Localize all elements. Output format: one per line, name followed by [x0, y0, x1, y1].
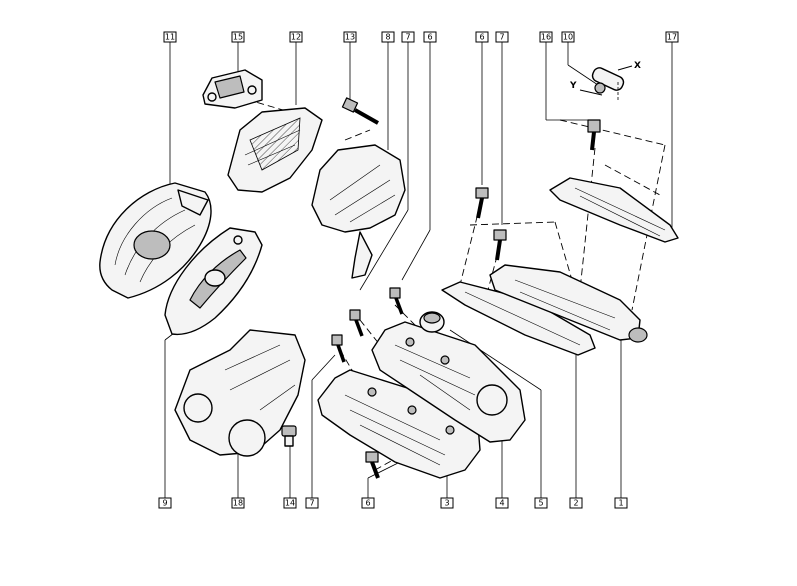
callout-15: 15: [231, 31, 245, 43]
part-8-inner-cover: [311, 144, 406, 279]
callout-9: 9: [158, 497, 172, 509]
callout-1: 1: [614, 497, 628, 509]
bolt-6-mid: [389, 287, 404, 315]
part-17-fuel-rail: [549, 177, 679, 243]
part-5-filler-cap: [419, 311, 445, 333]
svg-text:9: 9: [162, 499, 167, 508]
callout-6-top-right: 6: [475, 31, 489, 43]
svg-text:17: 17: [667, 33, 677, 42]
callouts-top: 11 15 12 13 8 7 6 6 7 16 10 17: [163, 31, 679, 43]
part-12-upper-cover: [227, 107, 323, 193]
part-15-bracket: [202, 69, 263, 109]
bolt-6-upper: [475, 187, 489, 219]
svg-text:13: 13: [345, 33, 355, 42]
callout-11: 11: [163, 31, 177, 43]
callout-6-bottom: 6: [361, 497, 375, 509]
part-2-gasket: [441, 281, 596, 356]
bolt-7-upper: [493, 229, 507, 261]
bolt-7-lower: [331, 334, 346, 363]
callouts-bottom: 9 18 14 7 6 3 4 5 2 1: [158, 497, 628, 509]
bolt-6-lower: [365, 451, 380, 479]
svg-text:4: 4: [499, 499, 504, 508]
callout-4: 4: [495, 497, 509, 509]
part-3-rocker-cover: [317, 369, 481, 479]
svg-text:6: 6: [427, 33, 432, 42]
part-4-rocker-cover: [371, 321, 526, 443]
svg-text:11: 11: [165, 33, 175, 42]
svg-text:18: 18: [233, 499, 243, 508]
callout-7-top-right: 7: [495, 31, 509, 43]
callout-3: 3: [440, 497, 454, 509]
part-1-manifold: [489, 264, 648, 343]
svg-text:6: 6: [365, 499, 370, 508]
part-13-bolt: [341, 97, 379, 125]
svg-text:15: 15: [233, 33, 243, 42]
part-9-cover-plate: [164, 227, 263, 336]
svg-text:7: 7: [405, 33, 410, 42]
callout-10: 10: [561, 31, 575, 43]
svg-text:5: 5: [538, 499, 543, 508]
callout-7-top: 7: [401, 31, 415, 43]
part-18-lower-cover: [174, 329, 306, 457]
svg-text:7: 7: [309, 499, 314, 508]
callout-12: 12: [289, 31, 303, 43]
svg-text:6: 6: [479, 33, 484, 42]
callout-2: 2: [569, 497, 583, 509]
svg-text:2: 2: [573, 499, 578, 508]
callout-13: 13: [343, 31, 357, 43]
part-10-injector: X Y: [569, 61, 641, 100]
callout-18: 18: [231, 497, 245, 509]
callout-6-top-left: 6: [423, 31, 437, 43]
svg-text:3: 3: [444, 499, 449, 508]
callout-17: 17: [665, 31, 679, 43]
svg-text:16: 16: [541, 33, 551, 42]
svg-text:8: 8: [385, 33, 390, 42]
leader-lines: [164, 42, 673, 498]
part-11-round-cover: [99, 182, 212, 299]
svg-text:12: 12: [291, 33, 301, 42]
part-14-stud: [281, 425, 297, 447]
svg-text:1: 1: [618, 499, 623, 508]
part-bolts: [331, 119, 601, 479]
bolt-16: [587, 119, 601, 151]
svg-text:10: 10: [563, 33, 573, 42]
svg-text:14: 14: [285, 499, 295, 508]
callout-5: 5: [534, 497, 548, 509]
callout-7-bottom: 7: [305, 497, 319, 509]
axis-label-y: Y: [569, 81, 577, 91]
bolt-7-mid: [349, 309, 364, 337]
callout-16: 16: [539, 31, 553, 43]
axis-label-x: X: [634, 61, 641, 71]
callout-14: 14: [283, 497, 297, 509]
svg-text:7: 7: [499, 33, 504, 42]
callout-8: 8: [381, 31, 395, 43]
